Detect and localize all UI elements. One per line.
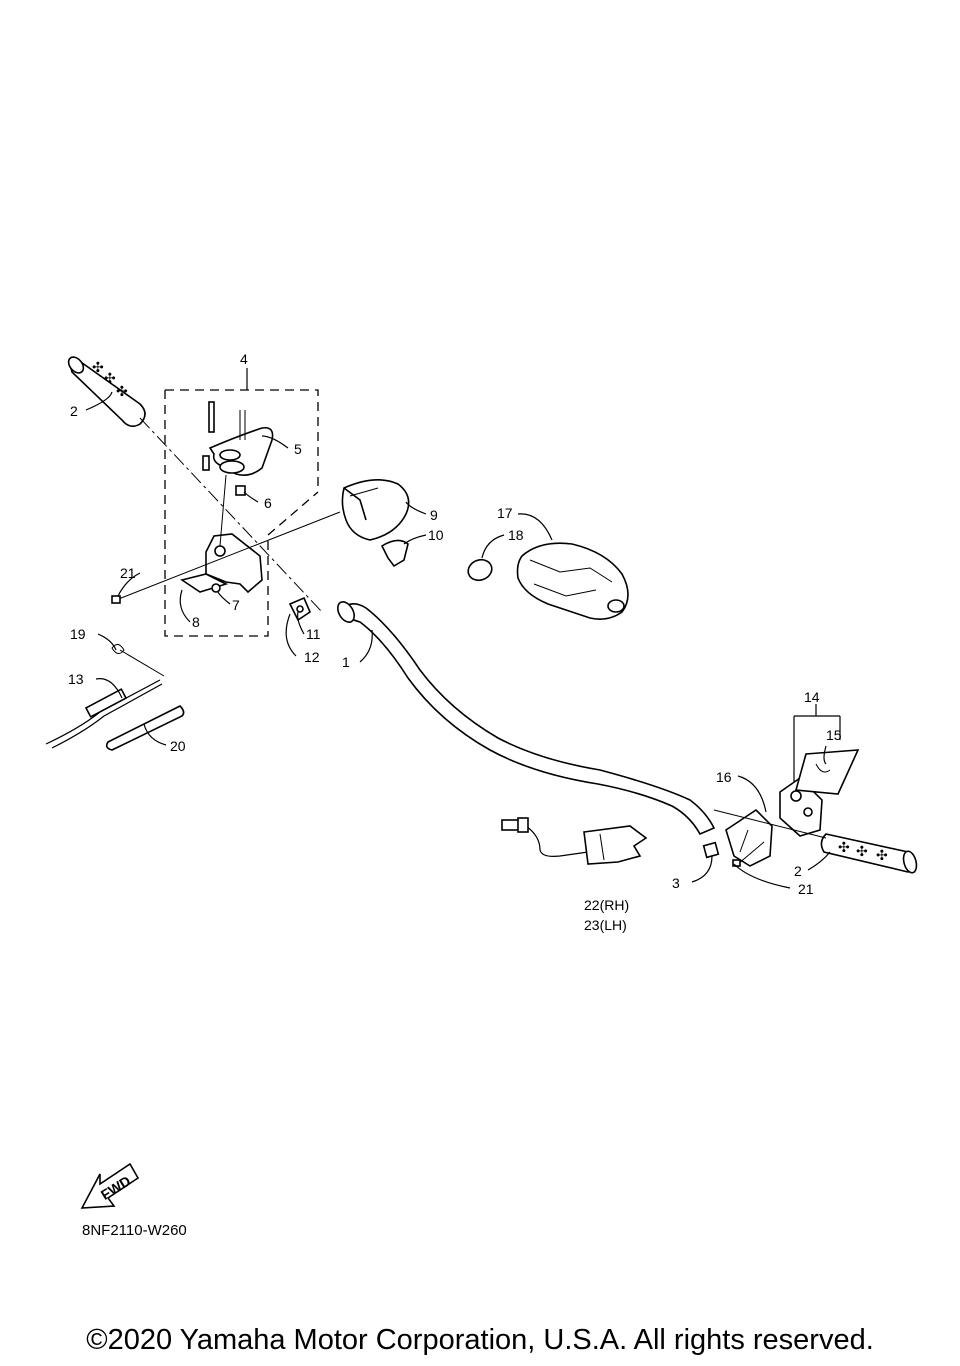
svg-text:✣: ✣ xyxy=(104,370,116,386)
throttle-housing[interactable] xyxy=(180,474,263,594)
leader-lines xyxy=(85,391,831,889)
label-1: 1 xyxy=(342,654,350,670)
clip-11 xyxy=(288,596,311,622)
part-labels: 4 2 5 6 9 10 17 18 21 7 8 11 12 1 19 13 … xyxy=(68,351,842,933)
assembly-4-box xyxy=(164,368,319,637)
left-grip[interactable]: ✣ ✣ ✣ xyxy=(66,354,146,428)
copyright-notice: ©2020 Yamaha Motor Corporation, U.S.A. A… xyxy=(86,1324,874,1356)
switch-cover-9[interactable] xyxy=(341,479,410,541)
label-8: 8 xyxy=(192,614,200,630)
cover-16[interactable] xyxy=(725,808,773,867)
label-14: 14 xyxy=(804,689,820,705)
bracket-10 xyxy=(380,539,409,568)
label-15: 15 xyxy=(826,727,842,743)
label-16: 16 xyxy=(716,769,732,785)
label-10: 10 xyxy=(428,527,444,543)
label-21-right: 21 xyxy=(798,881,814,897)
label-22-rh: 22(RH) xyxy=(584,897,629,913)
svg-text:✣: ✣ xyxy=(116,383,128,399)
fwd-arrow-icon: FWD xyxy=(80,1162,140,1209)
label-2-left: 2 xyxy=(70,403,78,419)
label-19: 19 xyxy=(70,626,86,642)
label-6: 6 xyxy=(264,495,272,511)
cable-13 xyxy=(45,644,165,749)
label-23-lh: 23(LH) xyxy=(584,917,627,933)
grip-heater-22-23[interactable] xyxy=(501,817,648,865)
switch-assembly-14[interactable] xyxy=(779,704,860,837)
screw-21-left xyxy=(111,511,341,604)
label-4: 4 xyxy=(240,351,248,367)
right-grip[interactable]: ✣ ✣ ✣ xyxy=(820,833,918,874)
svg-text:✣: ✣ xyxy=(838,839,850,855)
label-2-right: 2 xyxy=(794,863,802,879)
label-18: 18 xyxy=(508,527,524,543)
handlebar-pad-17[interactable] xyxy=(516,542,629,620)
label-21-left: 21 xyxy=(120,565,136,581)
label-7: 7 xyxy=(232,597,240,613)
diagram-code: 8NF2110-W260 xyxy=(82,1222,187,1239)
label-9: 9 xyxy=(430,507,438,523)
handlebar-tube-1[interactable] xyxy=(334,599,716,836)
label-11: 11 xyxy=(306,626,321,642)
svg-text:✣: ✣ xyxy=(92,359,104,375)
svg-text:✣: ✣ xyxy=(876,847,888,863)
nut-6 xyxy=(235,485,246,496)
label-12: 12 xyxy=(304,649,320,665)
label-17: 17 xyxy=(497,505,513,521)
throttle-lever[interactable] xyxy=(202,401,274,476)
label-20: 20 xyxy=(170,738,186,754)
label-13: 13 xyxy=(68,671,84,687)
band-18 xyxy=(467,558,493,582)
label-5: 5 xyxy=(294,441,302,457)
svg-text:✣: ✣ xyxy=(856,843,868,859)
label-3: 3 xyxy=(672,875,680,891)
collar-3 xyxy=(702,841,720,859)
